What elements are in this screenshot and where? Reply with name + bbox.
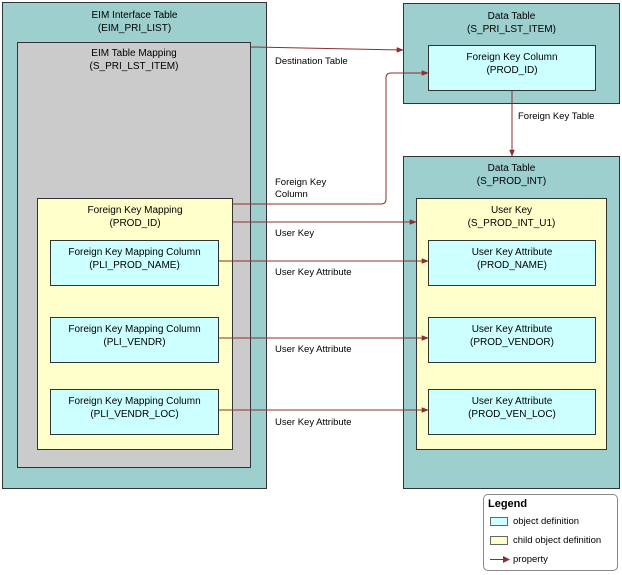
legend-property: property — [490, 554, 548, 566]
user-key-attribute-1-title: User Key Attribute (PROD_NAME) — [429, 246, 595, 272]
user-key-attribute-1-label: User Key Attribute — [471, 247, 553, 258]
user-key-attribute-edge-label-1: User Key Attribute — [275, 267, 352, 278]
foreign-key-column-label-1: Foreign Key — [275, 177, 327, 188]
foreign-key-column: Foreign Key Column (PROD_ID) — [428, 45, 596, 91]
fk-mapping-column-3: Foreign Key Mapping Column (PLI_VENDR_LO… — [50, 389, 219, 435]
fk-mapping-column-2-label: Foreign Key Mapping Column — [68, 324, 201, 335]
legend-child-object-definition: child object definition — [490, 535, 601, 547]
user-key-attribute-edge-label-3: User Key Attribute — [275, 417, 352, 428]
fk-mapping-column-2-name: (PLI_VENDR) — [103, 337, 166, 348]
fk-mapping-column-2-title: Foreign Key Mapping Column (PLI_VENDR) — [51, 323, 218, 349]
foreign-key-column-title: Foreign Key Column (PROD_ID) — [429, 51, 595, 77]
data-table-bottom-name: (S_PROD_INT) — [476, 176, 547, 187]
data-table-top-label: Data Table — [487, 11, 536, 22]
user-key-attribute-3-label: User Key Attribute — [471, 396, 553, 407]
data-table-bottom-title: Data Table (S_PROD_INT) — [404, 162, 619, 188]
foreign-key-mapping-label: Foreign Key Mapping — [87, 205, 183, 216]
foreign-key-mapping-title: Foreign Key Mapping (PROD_ID) — [38, 204, 232, 230]
user-key-name: (S_PROD_INT_U1) — [467, 218, 556, 229]
fk-mapping-column-1-title: Foreign Key Mapping Column (PLI_PROD_NAM… — [51, 246, 218, 272]
user-key-attribute-2-title: User Key Attribute (PROD_VENDOR) — [429, 323, 595, 349]
user-key-label: User Key — [490, 205, 533, 216]
user-key-attribute-3: User Key Attribute (PROD_VEN_LOC) — [428, 389, 596, 435]
foreign-key-mapping-name: (PROD_ID) — [109, 218, 161, 229]
property-arrow-icon — [490, 555, 510, 563]
legend: Legend object definition child object de… — [483, 494, 618, 571]
foreign-key-column-arrow — [233, 70, 429, 205]
legend-child-object-definition-label: child object definition — [513, 535, 602, 546]
fk-mapping-column-2: Foreign Key Mapping Column (PLI_VENDR) — [50, 317, 219, 363]
object-definition-swatch — [490, 516, 508, 526]
destination-table-label: Destination Table — [275, 56, 348, 67]
eim-table-mapping-label: EIM Table Mapping — [91, 48, 177, 59]
data-table-top-title: Data Table (S_PRI_LST_ITEM) — [404, 10, 619, 36]
legend-property-label: property — [513, 554, 548, 565]
eim-table-mapping-name: (S_PRI_LST_ITEM) — [89, 61, 179, 72]
user-key-attribute-2: User Key Attribute (PROD_VENDOR) — [428, 317, 596, 363]
user-key-attribute-3-title: User Key Attribute (PROD_VEN_LOC) — [429, 395, 595, 421]
eim-interface-table-name: (EIM_PRI_LIST) — [97, 23, 172, 34]
fk-mapping-column-1: Foreign Key Mapping Column (PLI_PROD_NAM… — [50, 240, 219, 286]
fk-mapping-column-3-title: Foreign Key Mapping Column (PLI_VENDR_LO… — [51, 395, 218, 421]
legend-object-definition-label: object definition — [513, 516, 580, 527]
fk-mapping-column-1-label: Foreign Key Mapping Column — [68, 247, 201, 258]
user-key-attribute-2-label: User Key Attribute — [471, 324, 553, 335]
data-table-top-name: (S_PRI_LST_ITEM) — [467, 24, 556, 35]
legend-title: Legend — [488, 498, 528, 510]
eim-interface-table-label: EIM Interface Table — [91, 10, 178, 21]
user-key-attribute-edge-label-2: User Key Attribute — [275, 344, 352, 355]
foreign-key-table-label: Foreign Key Table — [518, 111, 595, 122]
fk-mapping-column-1-name: (PLI_PROD_NAME) — [89, 260, 180, 271]
child-object-definition-swatch — [490, 535, 508, 545]
user-key-title: User Key (S_PROD_INT_U1) — [417, 204, 606, 230]
fk-mapping-column-3-label: Foreign Key Mapping Column — [68, 396, 201, 407]
user-key-attribute-3-name: (PROD_VEN_LOC) — [468, 409, 556, 420]
user-key-edge-label: User Key — [275, 228, 315, 239]
legend-object-definition: object definition — [490, 516, 579, 528]
eim-table-mapping-title: EIM Table Mapping (S_PRI_LST_ITEM) — [18, 47, 250, 73]
user-key-attribute-1-name: (PROD_NAME) — [476, 260, 547, 271]
destination-table-arrow — [250, 46, 404, 53]
foreign-key-column-name: (PROD_ID) — [486, 65, 538, 76]
user-key-attribute-1: User Key Attribute (PROD_NAME) — [428, 240, 596, 286]
data-table-bottom-label: Data Table — [487, 163, 536, 174]
fk-mapping-column-3-name: (PLI_VENDR_LOC) — [90, 409, 179, 420]
foreign-key-column-label-2: Column — [275, 189, 308, 200]
foreign-key-column-label: Foreign Key Column — [466, 52, 558, 63]
user-key-attribute-2-name: (PROD_VENDOR) — [470, 337, 554, 348]
eim-interface-table-title: EIM Interface Table (EIM_PRI_LIST) — [3, 9, 266, 35]
